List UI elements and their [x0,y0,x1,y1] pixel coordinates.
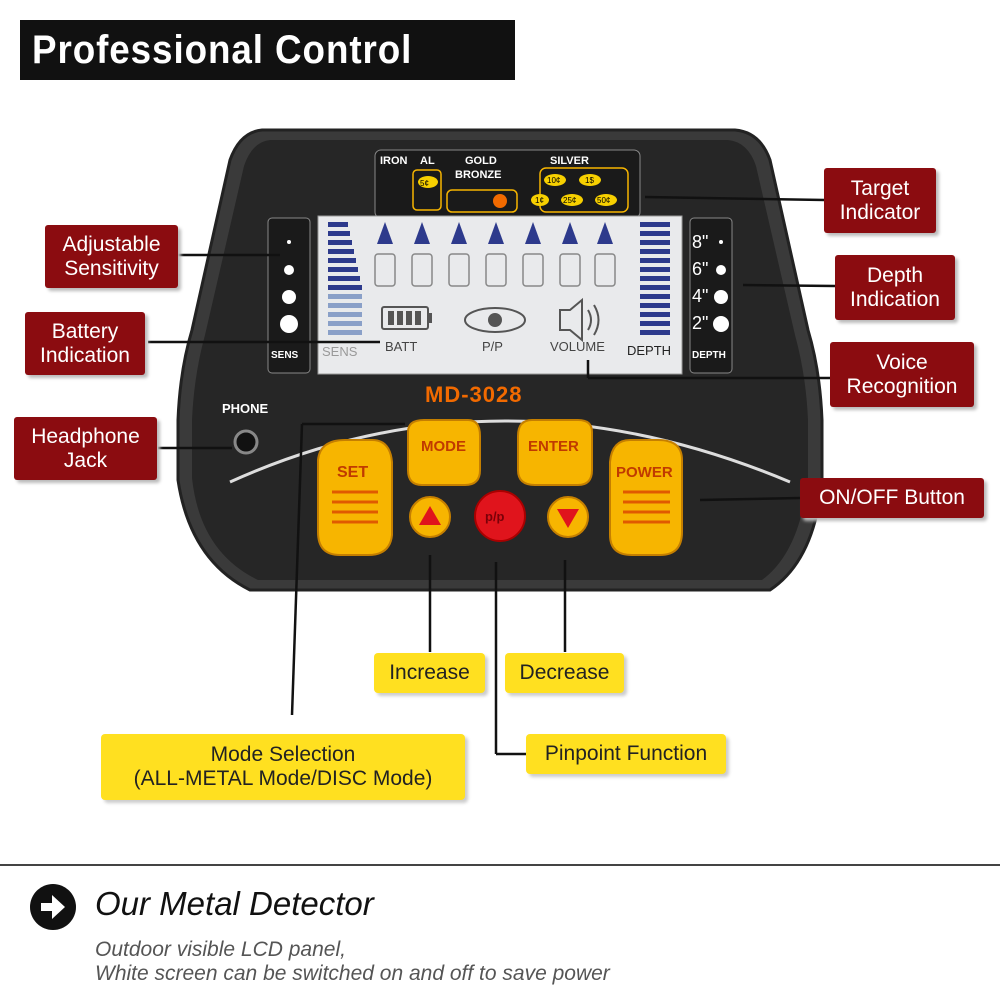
footer-line-1: Outdoor visible LCD panel, [95,938,346,961]
enter-button[interactable] [517,419,593,486]
mode-selection-callout: Mode Selection (ALL-METAL Mode/DISC Mode… [101,734,465,800]
page-title: Professional Control Box [20,20,515,132]
coin-5c: 5¢ [420,179,429,188]
section-divider [0,864,1000,866]
pinpoint-function-callout: Pinpoint Function [526,734,726,774]
lcd-pp-label: P/P [482,339,503,354]
set-button-label: SET [337,464,368,481]
battery-indication-callout: Battery Indication [25,312,145,375]
coin-50c: 50¢ [597,196,610,205]
depth-mark-8: 8" [692,232,708,252]
sens-strip-label: SENS [271,350,299,361]
voice-recognition-callout: Voice Recognition [830,342,974,407]
power-button-label: POWER [616,464,673,481]
arrow-up-icon [419,506,441,525]
lcd-sens-label: SENS [322,344,358,359]
power-button[interactable] [609,439,683,556]
coin-25c: 25¢ [563,196,576,205]
lcd-volume-label: VOLUME [550,339,605,354]
enter-button-label: ENTER [528,438,579,455]
coin-1d: 1$ [585,176,594,185]
pinpoint-button[interactable] [474,490,526,542]
pinpoint-button-label: p/p [485,509,505,524]
depth-mark-4: 4" [692,286,708,306]
coin-1c: 1¢ [535,196,544,205]
gold-text: GOLD [465,155,497,167]
depth-indication-callout: Depth Indication [835,255,955,320]
lcd-depth-label: DEPTH [627,343,671,358]
decrease-callout: Decrease [505,653,624,693]
headphone-jack-callout: Headphone Jack [14,417,157,480]
arrow-right-icon [30,884,76,930]
arrow-down-icon [557,509,579,528]
increase-callout: Increase [374,653,485,693]
bronze-text: BRONZE [455,169,501,181]
lcd-batt-label: BATT [385,339,417,354]
mode-button-label: MODE [421,438,466,455]
footer-line-2: White screen can be switched on and off … [95,962,610,985]
iron-text: IRON [380,155,408,167]
footer-heading: Our Metal Detector [95,885,374,922]
phone-label: PHONE [222,401,269,416]
coin-10c: 10¢ [547,176,560,185]
target-indicator-callout: Target Indicator [824,168,936,233]
adjustable-sensitivity-callout: Adjustable Sensitivity [45,225,178,288]
on-off-button-callout: ON/OFF Button [800,478,984,518]
silver-text: SILVER [550,155,589,167]
headphone-jack [233,429,259,455]
model-name: MD-3028 [425,382,522,407]
depth-mark-2: 2" [692,313,708,333]
depth-strip-label: DEPTH [692,350,726,361]
al-text: AL [420,155,435,167]
depth-mark-6: 6" [692,259,708,279]
set-button[interactable] [317,439,393,556]
mode-button[interactable] [407,419,481,486]
